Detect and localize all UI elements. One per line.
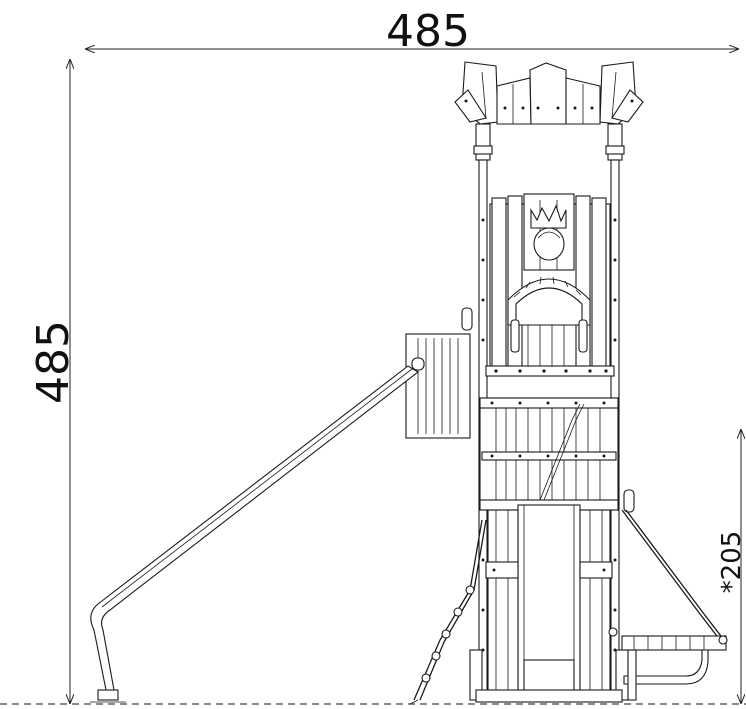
height-dimension: 485 <box>28 60 79 703</box>
platform-height-label: *205 <box>717 531 746 594</box>
slide-entrance-panel <box>405 333 471 439</box>
width-dimension-label: 485 <box>386 6 470 57</box>
straight-slide <box>517 504 581 701</box>
platform-height-dimension: *205 <box>717 430 746 703</box>
middle-cabin <box>479 397 635 513</box>
width-dimension: 485 <box>86 6 738 57</box>
side-platform <box>621 509 728 701</box>
height-dimension-label: 485 <box>28 320 79 404</box>
lower-frame <box>469 509 629 703</box>
tube-slide <box>90 365 419 703</box>
crown-roof <box>454 61 644 125</box>
climbing-net <box>409 519 487 705</box>
upper-cabin <box>461 193 617 377</box>
